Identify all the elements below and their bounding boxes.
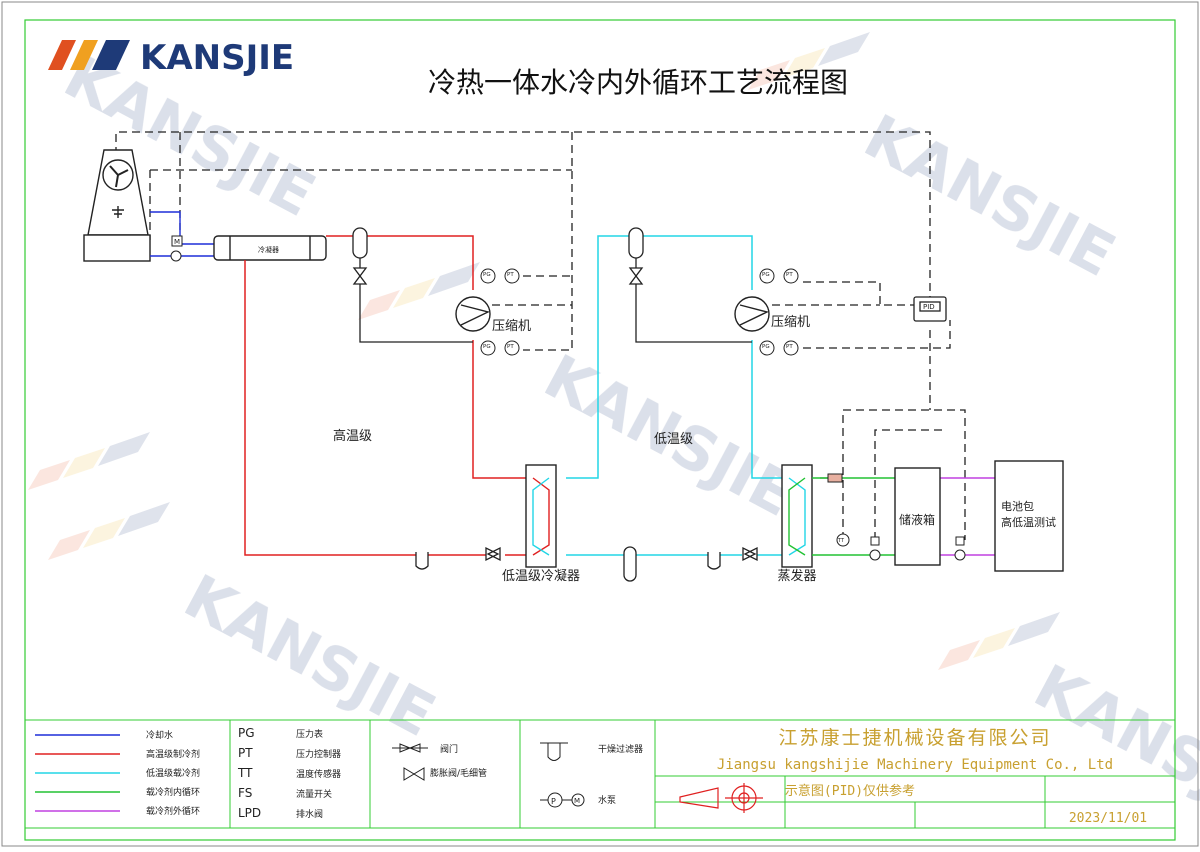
pt-c2-top: PT bbox=[786, 272, 793, 278]
legend-line-label: 载冷剂外循环 bbox=[146, 805, 200, 817]
legend-code-desc: 温度传感器 bbox=[296, 768, 341, 780]
pid-controller bbox=[913, 296, 947, 322]
pid-label: PID bbox=[923, 303, 935, 311]
diagram-title: 冷热一体水冷内外循环工艺流程图 bbox=[428, 66, 848, 99]
legend-line-label: 冷却水 bbox=[146, 729, 173, 741]
drawing-note: 示意图(PID)仅供参考 bbox=[785, 783, 915, 799]
gauges-c1 bbox=[480, 268, 520, 356]
company-cn: 江苏康士捷机械设备有限公司 bbox=[778, 727, 1051, 749]
pg-c1-bot: PG bbox=[483, 344, 491, 350]
pt-c2-bot: PT bbox=[786, 344, 793, 350]
legend-code-desc: 压力表 bbox=[296, 728, 323, 740]
legend-symbols bbox=[392, 742, 585, 808]
water-devices bbox=[170, 235, 183, 262]
compressor-2 bbox=[734, 296, 770, 332]
company-en: Jiangsu kangshijie Machinery Equipment C… bbox=[717, 757, 1113, 773]
expansion-desc: 膨胀阀/毛细管 bbox=[430, 767, 487, 779]
pump-p: P bbox=[551, 797, 556, 806]
legend-line-label: 低温级载冷剂 bbox=[146, 767, 200, 779]
cooling-tower bbox=[83, 149, 151, 262]
receiver-low bbox=[628, 227, 644, 285]
legend-code-list: PG 压力表 PT 压力控制器 TT 温度传感器 FS 流量开关 LPD 排水阀 bbox=[237, 726, 341, 820]
pg-c2-bot: PG bbox=[762, 344, 770, 350]
legend-code-desc: 排水阀 bbox=[296, 808, 323, 820]
pt-c1-top: PT bbox=[507, 272, 514, 278]
legend-code: LPD bbox=[238, 806, 261, 820]
pg-c2-top: PG bbox=[762, 272, 770, 278]
low-stage-condenser bbox=[525, 464, 557, 568]
low-stage-return bbox=[635, 236, 752, 343]
battery-label-2: 高低温测试 bbox=[1001, 515, 1056, 529]
gauge-tags-c2: PG PT PG PT bbox=[762, 272, 793, 350]
expansion-valve-symbol bbox=[403, 767, 425, 781]
legend-code: PT bbox=[238, 746, 253, 760]
watermarks: KANSJIE KANSJIE KANSJIE KANSJIE KANSJIE bbox=[53, 41, 1200, 841]
battery-chamber bbox=[994, 460, 1064, 572]
gauge-tags-c1: PG PT PG PT bbox=[483, 272, 514, 350]
watermark-2: KANSJIE bbox=[853, 101, 1126, 291]
low-stage-inline-devices bbox=[415, 546, 758, 582]
projection-symbol bbox=[679, 783, 763, 813]
legend-code: FS bbox=[238, 786, 252, 800]
drawing-frame bbox=[24, 19, 1176, 841]
tank-label: 储液箱 bbox=[899, 512, 935, 527]
pump-m: M bbox=[574, 797, 580, 805]
battery-label-1: 电池包 bbox=[1001, 500, 1034, 513]
filter-symbol bbox=[547, 743, 561, 761]
high-stage-label: 高温级 bbox=[333, 428, 372, 444]
pump-desc: 水泵 bbox=[598, 794, 616, 806]
evaporator-label: 蒸发器 bbox=[777, 568, 816, 584]
brand-logo: KANSJIE bbox=[48, 38, 294, 78]
valve-desc: 阀门 bbox=[440, 743, 458, 755]
legend-code: PG bbox=[238, 726, 255, 740]
secondary-devices bbox=[827, 473, 966, 561]
receiver-high bbox=[352, 227, 368, 285]
legend-frame bbox=[24, 719, 1176, 829]
storage-tank bbox=[894, 467, 941, 566]
inner-circulation-lines bbox=[812, 477, 895, 556]
pg-c1-top: PG bbox=[483, 272, 491, 278]
legend-code: TT bbox=[237, 766, 253, 780]
low-condenser-label: 低温级冷凝器 bbox=[502, 568, 580, 584]
tt-label: TT bbox=[837, 538, 845, 544]
compressor-1-label: 压缩机 bbox=[492, 318, 531, 334]
compressor-2-label: 压缩机 bbox=[771, 314, 810, 330]
brand-name: KANSJIE bbox=[140, 38, 294, 78]
gauges-c2 bbox=[759, 268, 799, 356]
condenser-label: 冷凝器 bbox=[258, 245, 279, 254]
low-stage-refrigerant-lines bbox=[566, 235, 782, 556]
low-stage-label: 低温级 bbox=[654, 432, 693, 447]
high-stage-refrigerant-lines bbox=[244, 235, 526, 556]
evaporator bbox=[781, 464, 813, 568]
drawing-date: 2023/11/01 bbox=[1069, 811, 1147, 826]
pt-c1-bot: PT bbox=[507, 344, 514, 350]
motor-label: M bbox=[174, 238, 180, 246]
outer-circulation-lines bbox=[940, 477, 995, 556]
legend-line-label: 高温级制冷剂 bbox=[146, 748, 200, 760]
watermark-stripes bbox=[28, 32, 1060, 670]
water-lines bbox=[150, 211, 214, 257]
legend-line-label: 载冷剂内循环 bbox=[146, 786, 200, 798]
watermark-4: KANSJIE bbox=[173, 561, 446, 751]
shell-tube-condenser bbox=[213, 235, 327, 261]
legend-code-desc: 流量开关 bbox=[296, 788, 332, 800]
legend-code-desc: 压力控制器 bbox=[296, 748, 341, 760]
filter-desc: 干燥过滤器 bbox=[598, 743, 643, 755]
compressor-1 bbox=[455, 296, 491, 332]
